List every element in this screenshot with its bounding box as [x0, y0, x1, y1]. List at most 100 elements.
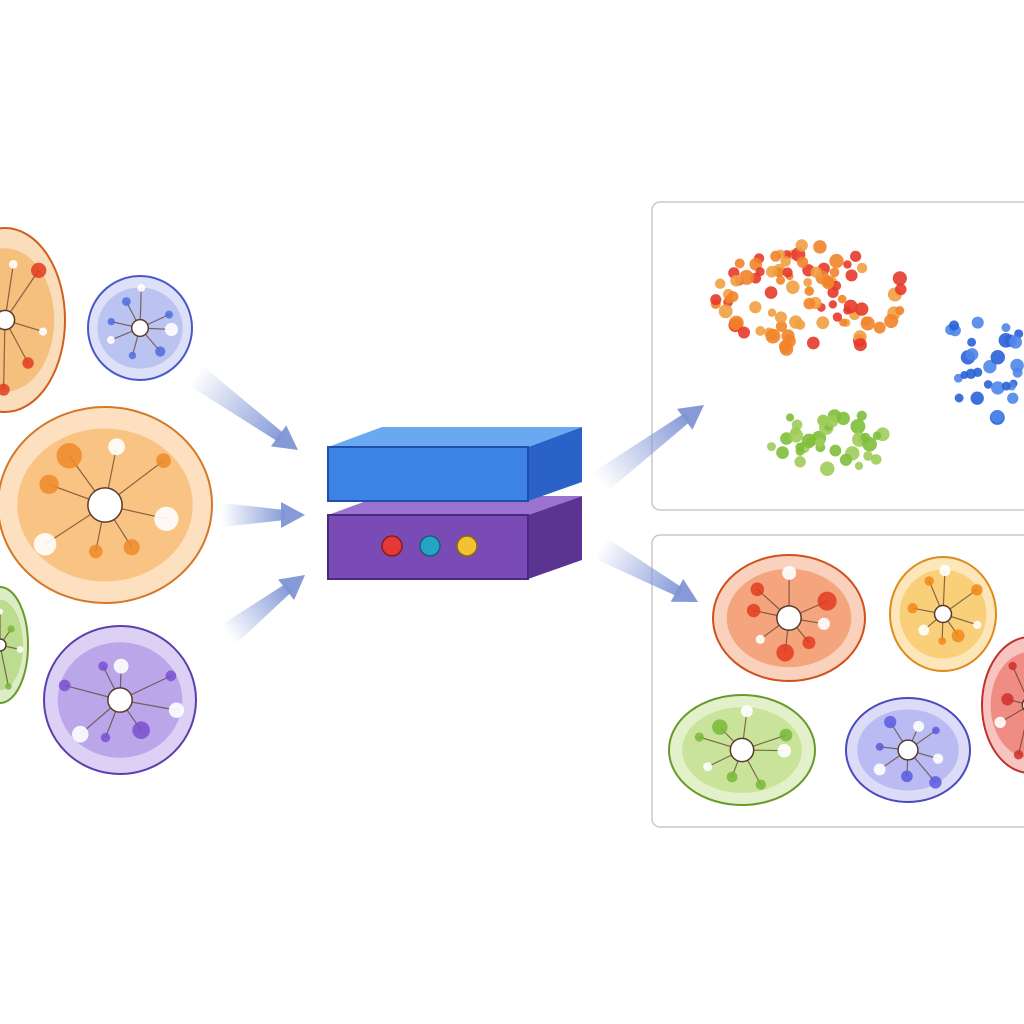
- arrow-head: [270, 425, 298, 451]
- input-orange-red-hub: [0, 309, 16, 331]
- scatter-group-blue: [945, 316, 1024, 425]
- scatter-point: [776, 446, 789, 459]
- scatter-point: [855, 302, 869, 316]
- input-purple-node: [58, 679, 71, 692]
- input-green-hub: [0, 638, 7, 652]
- output-red-cluster: [981, 636, 1024, 774]
- scatter-point: [813, 240, 827, 254]
- input-blue-small-node: [164, 322, 179, 337]
- arrow-shaft: [222, 503, 285, 527]
- input-blue-small-node: [128, 351, 137, 360]
- scatter-point: [990, 350, 1005, 365]
- input-orange-red-cluster: [0, 227, 66, 413]
- output-yellow-orange-node: [939, 564, 951, 577]
- scatter-point: [863, 451, 873, 461]
- output-red-edge: [1012, 665, 1024, 694]
- output-green-node: [777, 743, 792, 758]
- led-teal: [419, 535, 441, 557]
- output-green-node: [703, 762, 713, 772]
- scatter-point: [827, 286, 839, 299]
- scatter-point: [774, 311, 787, 324]
- scatter-point: [1009, 335, 1023, 349]
- output-red-orange-node: [746, 603, 761, 618]
- input-orange-node: [154, 506, 179, 531]
- input-purple-node: [165, 670, 177, 682]
- scatter-point: [786, 280, 800, 294]
- scatter-point: [873, 321, 886, 334]
- output-green-node: [726, 771, 738, 783]
- input-orange-node: [39, 474, 59, 495]
- output-red-orange-node: [817, 617, 830, 630]
- processing-device: [327, 427, 582, 580]
- output-green-node: [740, 705, 753, 718]
- flow-arrows: [187, 365, 704, 645]
- scatter-point: [714, 278, 726, 289]
- input-purple-node: [98, 661, 108, 671]
- output-red-orange-node: [802, 636, 816, 650]
- scatter-point: [839, 318, 848, 327]
- output-green-hub: [729, 737, 755, 763]
- output-blue-purple-node: [875, 742, 884, 751]
- scatter-point: [817, 414, 829, 427]
- arrow-shaft: [594, 537, 683, 597]
- scatter-point: [965, 348, 979, 361]
- arrow-shaft: [592, 412, 691, 492]
- flow-arrow: [594, 537, 699, 603]
- scatter-group-green: [766, 409, 890, 476]
- scatter-point: [832, 312, 843, 322]
- scatter-point: [803, 297, 816, 310]
- output-clusters: [668, 554, 1024, 806]
- input-purple-node: [100, 732, 111, 743]
- input-clusters: [0, 227, 213, 775]
- scatter-point: [850, 250, 862, 262]
- scatter-point: [895, 283, 907, 296]
- input-purple-node: [132, 721, 150, 739]
- led-yellow: [456, 535, 478, 557]
- flow-arrow: [187, 365, 298, 451]
- scatter-point: [780, 256, 791, 267]
- output-blue-purple-hub: [897, 739, 919, 761]
- arrow-shaft: [187, 365, 285, 443]
- input-green-node: [16, 646, 24, 653]
- output-red-node: [1001, 693, 1014, 706]
- device-base-side: [528, 496, 582, 579]
- scatter-point: [739, 269, 755, 285]
- input-orange-node: [108, 438, 125, 456]
- input-green-node: [0, 608, 4, 615]
- scatter-point: [949, 320, 960, 331]
- output-yellow-orange-node: [938, 637, 947, 645]
- input-orange-cluster: [0, 406, 213, 604]
- input-green-cluster: [0, 586, 29, 704]
- input-orange-hub: [87, 487, 123, 523]
- scatter-points: [710, 239, 1024, 476]
- input-green-node: [5, 683, 12, 690]
- scatter-point: [872, 431, 882, 441]
- output-yellow-orange-node: [973, 620, 982, 630]
- input-green-edge: [0, 644, 9, 687]
- scatter-point: [970, 391, 984, 405]
- scatter-point: [775, 320, 788, 333]
- flow-arrow: [222, 502, 305, 528]
- input-orange-red-node: [8, 259, 18, 269]
- scatter-point: [862, 437, 877, 452]
- input-purple-node: [113, 658, 129, 674]
- input-purple-cluster: [43, 625, 197, 775]
- output-red-orange-hub: [776, 605, 802, 631]
- input-blue-small-node: [107, 317, 115, 326]
- scatter-point: [983, 380, 993, 389]
- scatter-point: [845, 269, 858, 282]
- scatter-point: [991, 381, 1005, 395]
- scatter-point: [860, 316, 875, 331]
- scatter-point: [755, 267, 765, 277]
- scatter-point: [801, 433, 817, 448]
- output-red-orange-node: [776, 643, 794, 662]
- input-orange-red-node: [38, 327, 48, 336]
- input-orange-red-node: [22, 357, 34, 369]
- output-blue-purple-node: [932, 726, 940, 735]
- scatter-point: [804, 286, 815, 296]
- scatter-point: [829, 267, 840, 278]
- output-yellow-orange-cluster: [889, 556, 997, 672]
- scatter-point: [785, 413, 795, 422]
- input-purple-node: [72, 725, 89, 743]
- scatter-point: [794, 456, 806, 468]
